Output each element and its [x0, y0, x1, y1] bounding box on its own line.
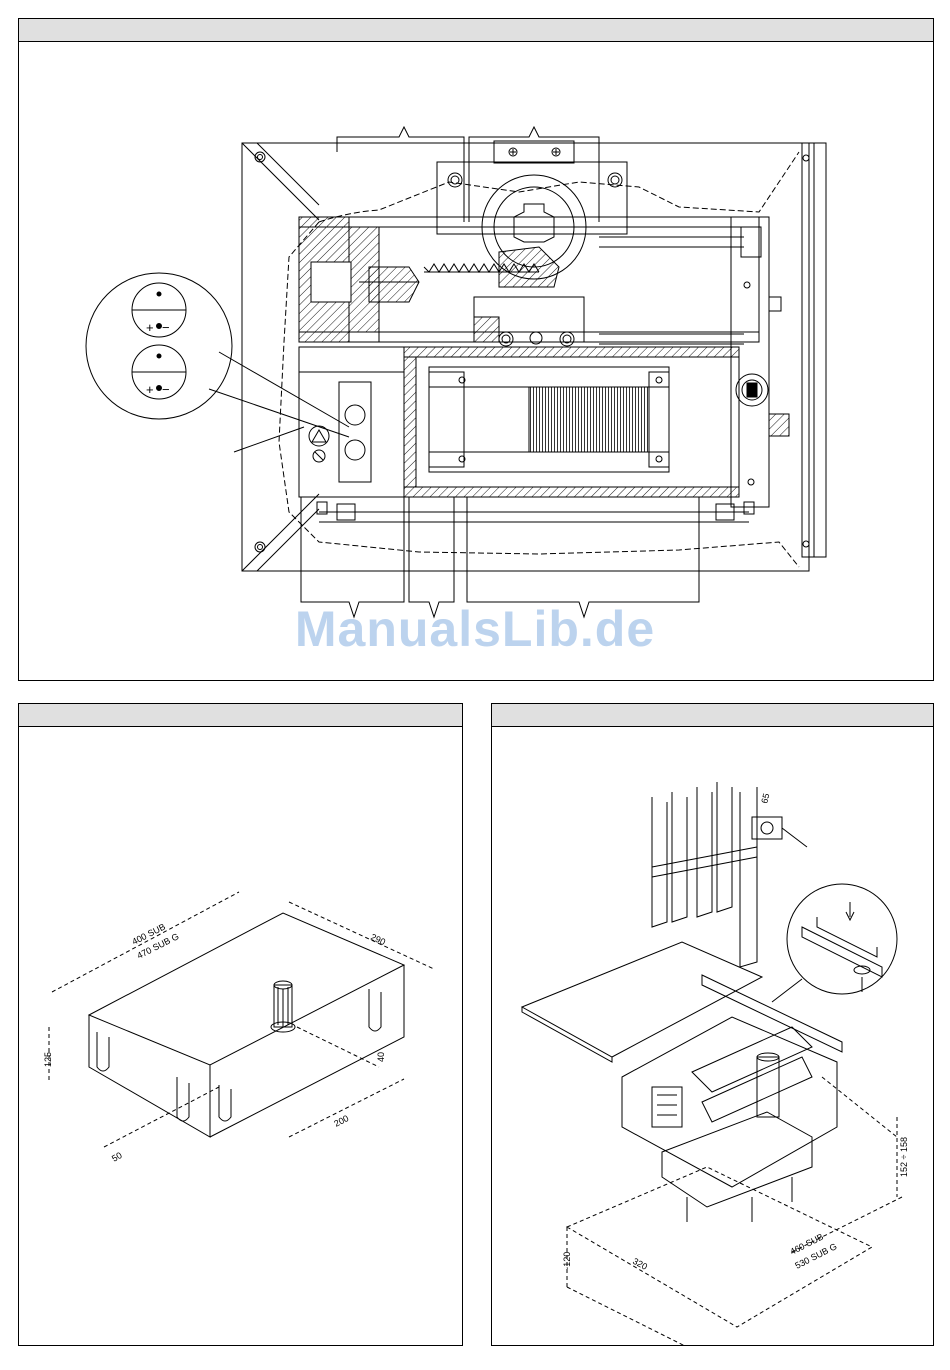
dim-pivot-height: 40 [376, 1052, 386, 1062]
mechanism-section-drawing: + − + − [19, 42, 933, 680]
install-panel-header [492, 704, 933, 727]
dim-depth: 152 ÷ 158 [899, 1137, 909, 1177]
top-panel-header [19, 19, 933, 42]
indicator-plus-lower: + [146, 382, 154, 397]
dim-pit-width: 320 [631, 1256, 649, 1272]
dim-height: 125 [43, 1052, 53, 1067]
dim-width: 290 [369, 932, 387, 947]
installation-drawing: 65 152 ÷ 158 460 SUB 530 SUB G 320 ~120 [492, 727, 933, 1345]
foundation-box-drawing: 400 SUB 470 SUB G 290 125 40 200 50 [19, 727, 462, 1345]
box-panel-header [19, 704, 462, 727]
indicator-plus-upper: + [146, 320, 154, 335]
dim-pit-depth: ~120 [562, 1252, 572, 1272]
top-panel: + − + − [18, 18, 934, 681]
dim-gap: 65 [759, 792, 771, 804]
watermark: ManualsLib.de [0, 600, 950, 658]
box-dimensions-panel: 400 SUB 470 SUB G 290 125 40 200 50 [18, 703, 463, 1346]
installation-panel: 65 152 ÷ 158 460 SUB 530 SUB G 320 ~120 [491, 703, 934, 1346]
indicator-minus-upper: − [162, 320, 170, 335]
dim-pivot-offset: 200 [332, 1113, 350, 1129]
dim-foot: 50 [110, 1150, 124, 1164]
indicator-minus-lower: − [162, 382, 170, 397]
